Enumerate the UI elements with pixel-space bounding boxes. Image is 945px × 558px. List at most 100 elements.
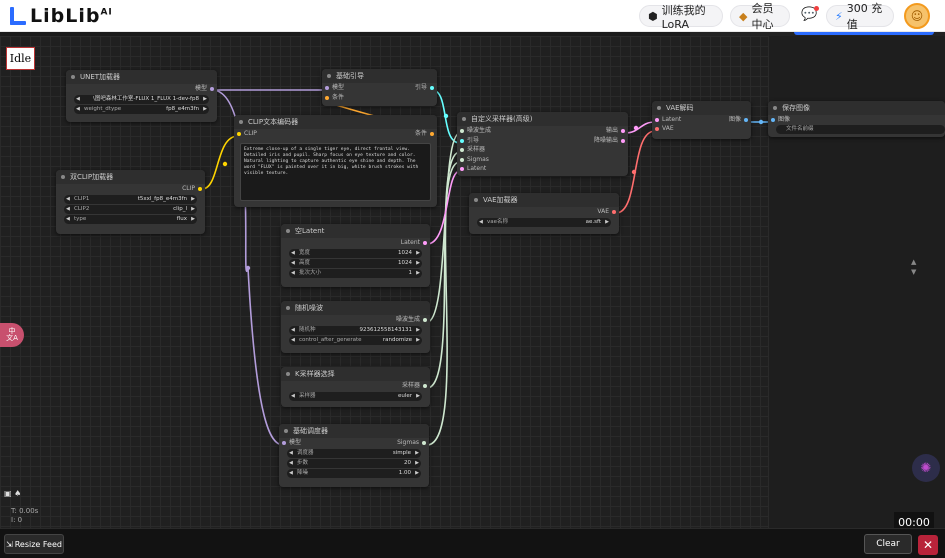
output-port[interactable] — [423, 384, 427, 388]
node-title: CLIP文本编码器 — [234, 115, 437, 129]
panel-icon[interactable]: ▣ — [4, 489, 12, 498]
clear-button[interactable]: Clear — [864, 534, 912, 554]
output-port[interactable] — [423, 241, 427, 245]
weight-dtype-widget[interactable]: weight_dtype fp8_e4m3fn — [74, 105, 209, 114]
output-port[interactable] — [621, 129, 625, 133]
language-toggle[interactable]: 中 文A — [0, 323, 24, 347]
input-label: 噪波生成 — [467, 127, 492, 134]
output-port[interactable] — [430, 132, 434, 136]
node-title: UNET加载器 — [66, 70, 217, 84]
input-port[interactable] — [771, 118, 775, 122]
user-avatar[interactable]: ☺ — [904, 3, 930, 29]
resize-feed-button[interactable]: ⇲Resize Feed — [4, 534, 64, 554]
input-port[interactable] — [460, 129, 464, 133]
output-label: Latent — [400, 239, 420, 246]
widget-value: 923612558143131 — [359, 327, 413, 333]
arrow-down-icon[interactable]: ▼ — [911, 268, 917, 276]
node-title: K采样器选择 — [281, 367, 430, 381]
pin-icon[interactable]: ♠ — [14, 489, 22, 498]
widget-value: 1024 — [398, 260, 412, 266]
output-port[interactable] — [422, 441, 426, 445]
output-port[interactable] — [423, 318, 427, 322]
train-lora-label: 训练我的LoRA — [661, 3, 706, 31]
input-label: 引导 — [467, 136, 480, 144]
bottom-bar: ⇲Resize Feed Clear ✕ — [0, 528, 945, 558]
output-port[interactable] — [198, 187, 202, 191]
widget-key: CLIP1 — [74, 196, 90, 202]
top-strip — [690, 32, 945, 36]
input-port[interactable] — [325, 86, 329, 90]
input-port[interactable] — [460, 157, 464, 162]
input-label: VAE — [662, 125, 674, 132]
prompt-textarea[interactable]: Extreme close-up of a single tiger eye, … — [240, 143, 431, 201]
resize-feed-label: Resize Feed — [14, 539, 62, 549]
output-label: 输出 — [605, 127, 618, 134]
output-port[interactable] — [210, 87, 214, 91]
canvas-tools[interactable]: ▣ ♠ — [4, 489, 21, 498]
timer-display: 00:00 — [894, 512, 934, 532]
run-button-edge[interactable] — [794, 32, 934, 35]
output-port[interactable] — [621, 138, 625, 143]
unet-name-widget[interactable]: \图吧森林工作室-FLUX 1_FLUX 1-dev-fp8 — [74, 95, 209, 104]
input-port[interactable] — [655, 118, 659, 122]
brain-icon[interactable]: ✺ — [912, 454, 940, 482]
widget-value: 1 — [408, 270, 413, 276]
input-port[interactable] — [655, 127, 659, 131]
height-widget[interactable]: 高度 1024 — [289, 259, 422, 268]
message-icon[interactable]: 💬 — [801, 6, 819, 22]
output-port[interactable] — [612, 210, 616, 214]
denoise-widget[interactable]: 降噪1.00 — [287, 469, 421, 478]
node-title: 空Latent — [281, 224, 430, 238]
input-port[interactable] — [282, 441, 286, 445]
node-basic-guider[interactable]: 基础引导 模型引导 条件 — [322, 69, 437, 106]
input-label: 采样器 — [467, 146, 486, 153]
input-port[interactable] — [460, 138, 464, 143]
input-label: 模型 — [332, 84, 345, 91]
liblib-logo[interactable]: LibLibAI — [10, 5, 113, 27]
widget-key: 高度 — [299, 260, 311, 266]
output-label: 降噪输出 — [593, 136, 618, 144]
widget-value: fp8_e4m3fn — [166, 106, 199, 112]
output-label: 条件 — [414, 130, 427, 137]
output-label: 引导 — [414, 84, 427, 91]
widget-key: weight_dtype — [84, 106, 122, 112]
widget-value: euler — [397, 393, 412, 399]
arrow-up-icon[interactable]: ▲ — [911, 258, 917, 266]
vip-center-button[interactable]: ◆会员中心 — [730, 2, 790, 31]
output-port[interactable] — [430, 86, 434, 90]
output-label: 图像 — [728, 116, 741, 123]
input-label: Latent — [662, 116, 682, 123]
panel-arrows[interactable]: ▲▼ — [911, 257, 916, 277]
input-port[interactable] — [460, 148, 464, 152]
input-port[interactable] — [325, 96, 329, 100]
output-port[interactable] — [744, 118, 748, 122]
node-unet-loader[interactable]: UNET加载器 模型 \图吧森林工作室-FLUX 1_FLUX 1-dev-fp… — [66, 70, 217, 122]
train-lora-button[interactable]: ⬢训练我的LoRA — [639, 4, 723, 31]
input-port[interactable] — [237, 132, 241, 136]
input-port[interactable] — [460, 167, 464, 171]
node-save-image[interactable]: 保存图像 图像 文件名前缀 — [768, 101, 945, 137]
close-icon[interactable]: ✕ — [918, 535, 938, 555]
filename-prefix-widget[interactable]: 文件名前缀 — [776, 125, 945, 134]
node-sampler-custom-advanced[interactable]: 自定义采样器(高级) 噪波生成输出 引导降噪输出 采样器 Sigmas Late… — [457, 112, 628, 176]
recharge-button[interactable]: ⚡300 充值 — [826, 2, 894, 31]
